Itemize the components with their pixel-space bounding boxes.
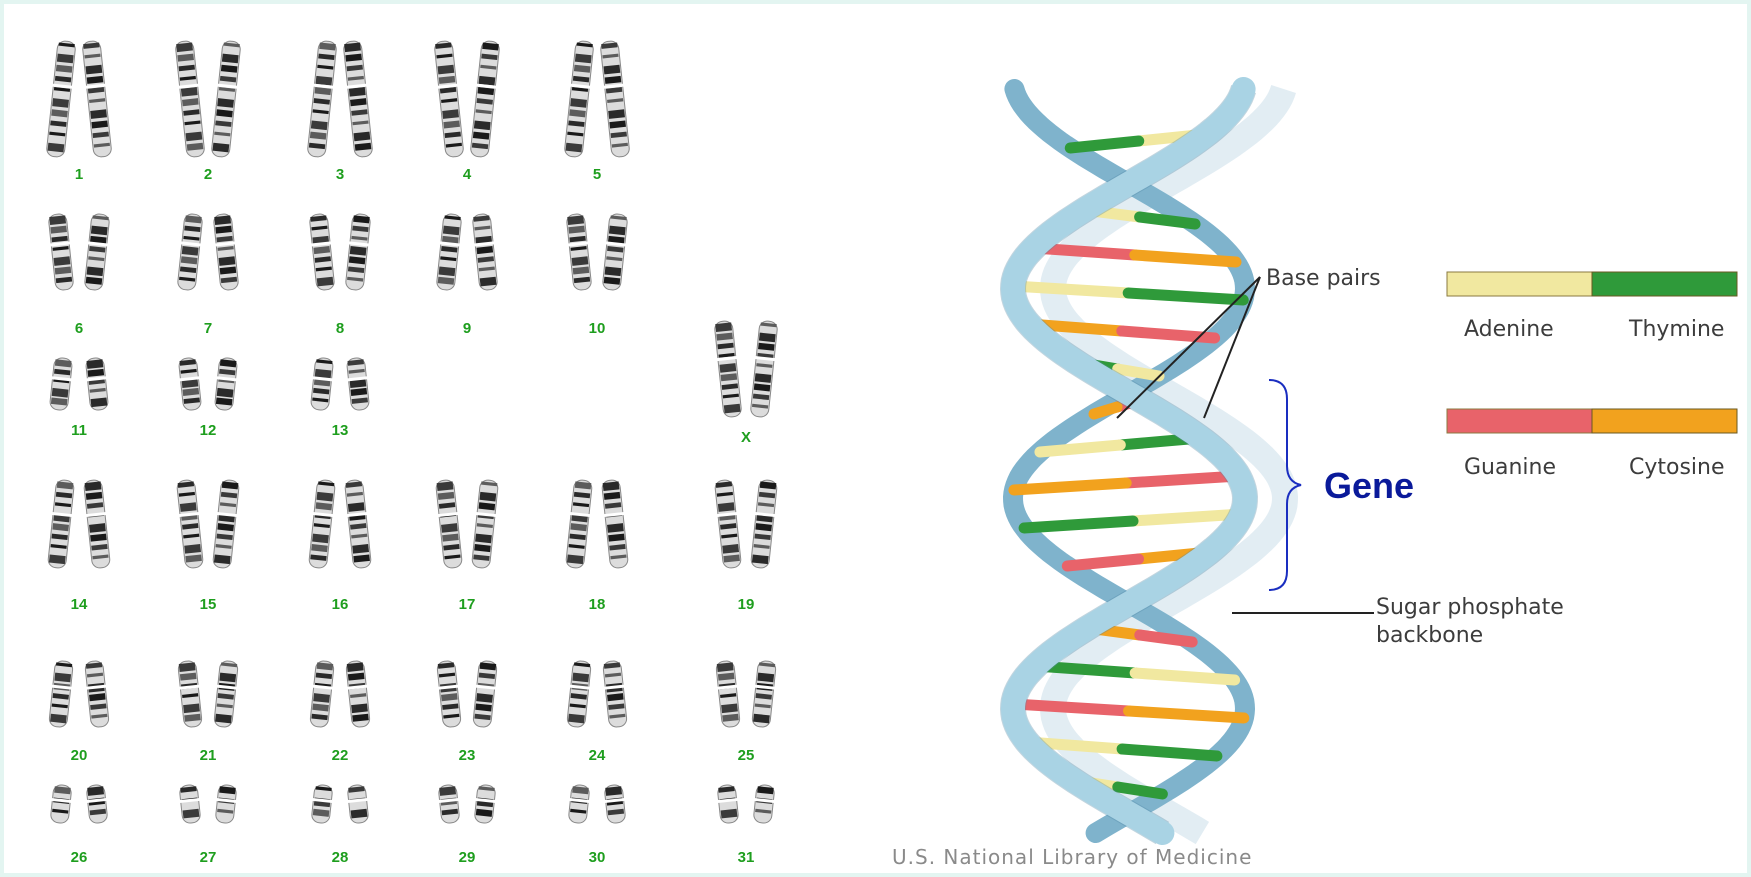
legend-label-right: Cytosine bbox=[1629, 455, 1725, 480]
base-pair-segment bbox=[1128, 293, 1243, 300]
base-pair-segment bbox=[1024, 521, 1133, 528]
base-pairs-label: Base pairs bbox=[1266, 266, 1381, 291]
dna-diagram: Base pairs Gene Sugar phosphate backbone… bbox=[4, 4, 1747, 873]
base-pair-segment bbox=[1135, 673, 1234, 680]
legend-label-right: Thymine bbox=[1628, 317, 1724, 342]
base-pair-segment bbox=[1013, 286, 1128, 293]
base-pair-segment bbox=[1140, 635, 1192, 642]
base-pair-segment bbox=[1118, 787, 1163, 794]
base-pair-segment bbox=[1140, 217, 1195, 224]
gene-label: Gene bbox=[1324, 465, 1414, 506]
base-pair-segment bbox=[1013, 704, 1128, 711]
base-pair-segment bbox=[1135, 255, 1236, 262]
base-pair-segment bbox=[1118, 369, 1159, 376]
base-pair-segment bbox=[1067, 559, 1138, 566]
base-pair-segment bbox=[1070, 141, 1139, 148]
legend-pair-2: Guanine Cytosine bbox=[1447, 409, 1737, 480]
legend-label-left: Adenine bbox=[1464, 317, 1554, 342]
backbone-label-line2: backbone bbox=[1376, 623, 1483, 648]
legend-bar-right bbox=[1592, 272, 1737, 296]
legend-label-left: Guanine bbox=[1464, 455, 1556, 480]
base-pair-segment bbox=[1126, 476, 1238, 483]
legend-pair-1: Adenine Thymine bbox=[1447, 272, 1737, 342]
base-pair-segment bbox=[1094, 407, 1117, 414]
legend-bar-right bbox=[1592, 409, 1737, 433]
base-pair-segment bbox=[1040, 445, 1120, 452]
base-pair-segment bbox=[1014, 483, 1126, 490]
credit-text: U.S. National Library of Medicine bbox=[892, 845, 1252, 869]
backbone-label-line1: Sugar phosphate bbox=[1376, 595, 1564, 620]
backbone-callout: Sugar phosphate backbone bbox=[1232, 595, 1564, 648]
legend-bar-left bbox=[1447, 409, 1592, 433]
base-pair-segment bbox=[1129, 711, 1244, 718]
legend-bar-left bbox=[1447, 272, 1592, 296]
base-pair-segment bbox=[1122, 749, 1217, 756]
